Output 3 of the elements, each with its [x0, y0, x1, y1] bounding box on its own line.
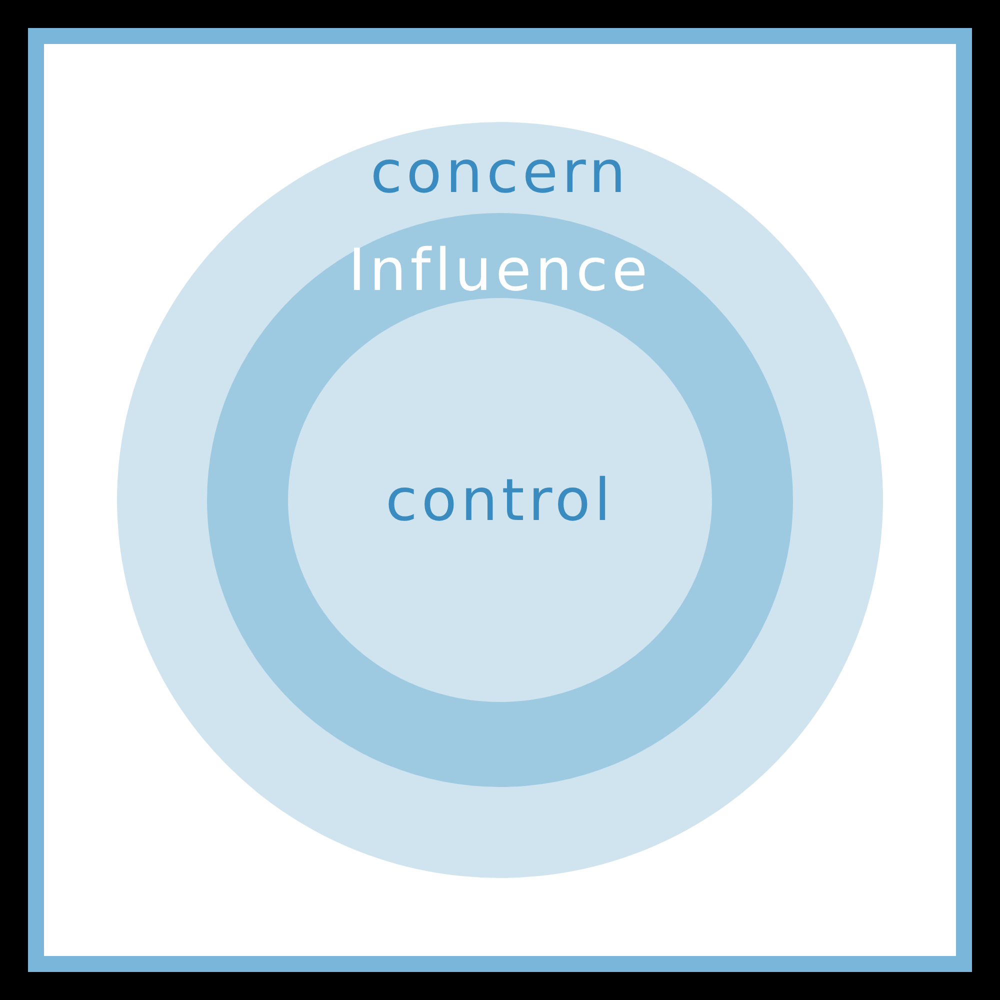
circle-label: control: [385, 465, 615, 535]
circle-label: Influence: [348, 235, 652, 305]
circle-label: concern: [370, 137, 630, 207]
